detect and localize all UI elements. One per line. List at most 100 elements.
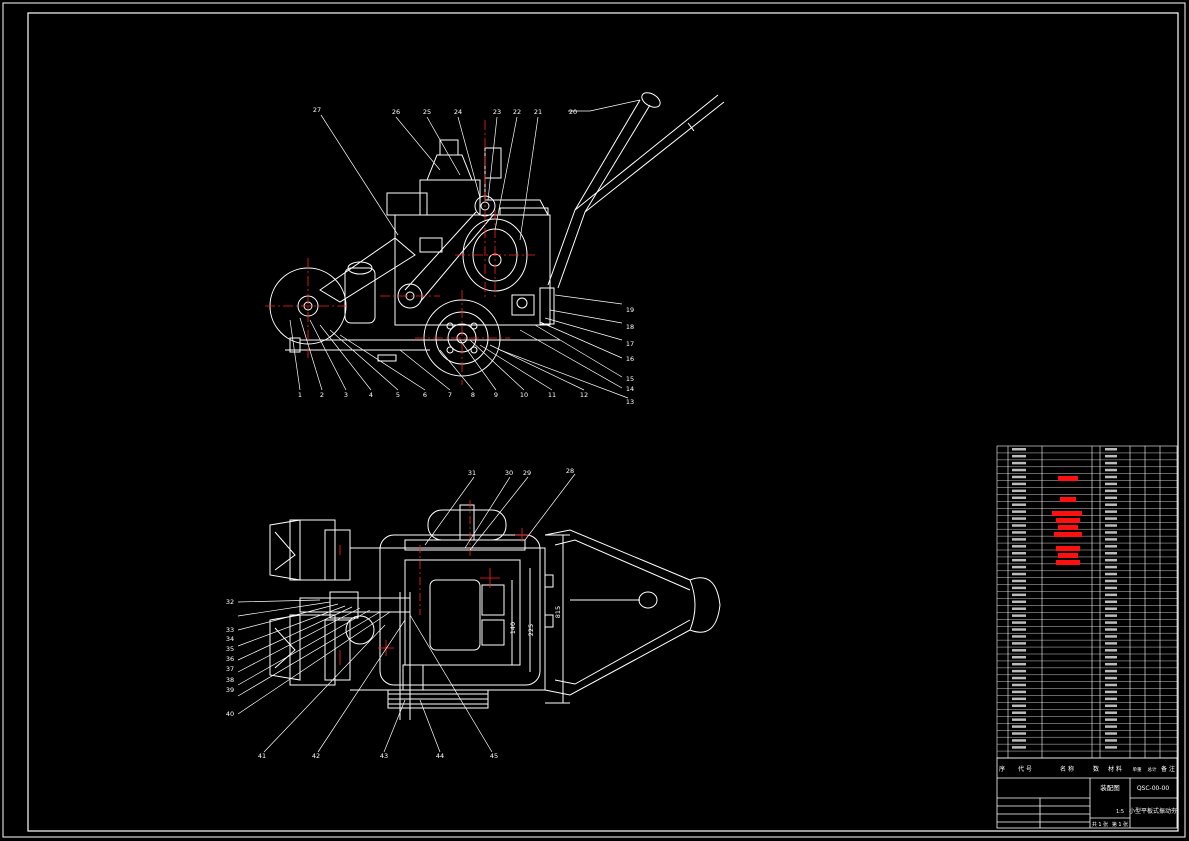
- label-31: 31: [468, 469, 476, 477]
- parts-list-row-mark: [1012, 538, 1026, 541]
- parts-list-row-mark: [1012, 711, 1026, 714]
- label-9: 9: [494, 391, 498, 399]
- parts-list-row-mark: [1012, 545, 1026, 548]
- label-16: 16: [626, 355, 634, 363]
- label-14: 14: [626, 385, 634, 393]
- parts-list-row-mark: [1012, 669, 1026, 673]
- label-21: 21: [534, 108, 542, 116]
- label-25: 25: [423, 108, 431, 116]
- front-labels: 27 26 25 24 23 22 21 20 1 2 3 4 5 6 7 8 …: [298, 106, 634, 406]
- parts-list-row-mark: [1012, 718, 1026, 721]
- label-26: 26: [392, 108, 400, 116]
- parts-list-row-mark: [1105, 704, 1117, 708]
- assembly-label: 装配图: [1100, 783, 1120, 792]
- parts-list-row-mark: [1012, 649, 1026, 652]
- parts-list-row-mark: [1105, 503, 1117, 506]
- parts-list-row-mark: [1105, 662, 1117, 666]
- parts-list-row-mark: [1105, 676, 1117, 680]
- parts-list-row-mark: [1012, 579, 1026, 583]
- parts-list-row-mark: [1105, 746, 1117, 749]
- label-13: 13: [626, 398, 634, 406]
- parts-list-row-mark: [1105, 454, 1117, 458]
- parts-list-row-mark: [1012, 676, 1026, 680]
- parts-list-row-mark: [1012, 510, 1026, 513]
- parts-list-row-mark: [1012, 552, 1026, 555]
- parts-list-row-mark: [1012, 746, 1026, 749]
- parts-list-rows: [997, 448, 1177, 752]
- label-35: 35: [226, 645, 234, 653]
- label-29: 29: [523, 469, 531, 477]
- dimension-225: 225: [527, 624, 535, 636]
- scale: 1:5: [1116, 809, 1124, 815]
- dimension-140: 140: [509, 622, 517, 634]
- parts-list-row-mark: [1105, 669, 1117, 673]
- parts-list-row-mark: [1105, 565, 1117, 569]
- label-18: 18: [626, 323, 634, 331]
- label-45: 45: [490, 752, 498, 760]
- parts-list-row-mark: [1012, 704, 1026, 708]
- parts-list-row-mark: [1012, 558, 1026, 562]
- label-32: 32: [226, 598, 234, 606]
- parts-list-row-mark: [1105, 579, 1117, 583]
- drawing-number: QSC-00-00: [1137, 785, 1170, 792]
- drawing-title: 小型平板式振动夯: [1129, 807, 1177, 815]
- label-1: 1: [298, 391, 302, 399]
- parts-list-row-mark: [1012, 461, 1026, 465]
- parts-list-row-mark: [1105, 628, 1117, 631]
- parts-list-row-mark: [1105, 586, 1117, 590]
- parts-list-row-mark: [1012, 489, 1026, 493]
- parts-list-row-mark: [1012, 642, 1026, 645]
- label-5: 5: [396, 391, 400, 399]
- parts-list-row-mark: [1105, 642, 1117, 645]
- parts-list-row-mark: [1012, 690, 1026, 694]
- parts-list-row-mark: [1012, 496, 1026, 500]
- parts-list-row-mark: [1012, 482, 1026, 486]
- front-leaders: [289, 99, 641, 399]
- parts-list-row-mark: [1105, 649, 1117, 652]
- parts-list-row-mark: [1012, 586, 1026, 590]
- parts-list-row-mark: [1105, 558, 1117, 562]
- parts-list-row-mark: [1105, 448, 1117, 451]
- top-leaders: [237, 473, 576, 753]
- label-6: 6: [423, 391, 427, 399]
- parts-list: [996, 445, 1178, 759]
- top-labels: 31 30 29 28 32 33 34 35 36 37 38 39 40 4…: [226, 467, 574, 760]
- label-2: 2: [320, 391, 324, 399]
- label-7: 7: [448, 391, 452, 399]
- label-12: 12: [580, 391, 588, 399]
- label-17: 17: [626, 340, 634, 348]
- parts-list-row-mark: [1105, 732, 1117, 735]
- parts-list-row-mark: [1105, 690, 1117, 694]
- parts-list-row-mark: [1012, 468, 1026, 472]
- parts-list-highlights: [1052, 476, 1082, 565]
- label-8: 8: [471, 391, 475, 399]
- label-28: 28: [566, 467, 574, 475]
- header-total: 总计: [1148, 766, 1157, 773]
- parts-list-row-mark: [1105, 656, 1117, 659]
- label-39: 39: [226, 686, 234, 694]
- parts-list-row-mark: [1105, 607, 1117, 610]
- header-remarks: 备 注: [1161, 765, 1175, 773]
- label-20: 20: [569, 108, 577, 116]
- parts-list-row-mark: [1105, 496, 1117, 500]
- parts-list-row-mark: [1012, 656, 1026, 659]
- parts-list-row-mark: [1012, 503, 1026, 506]
- top-view: [269, 504, 721, 720]
- header-name: 名 称: [1060, 765, 1074, 773]
- label-43: 43: [380, 752, 388, 760]
- label-27: 27: [313, 106, 321, 114]
- title-block-text: 序 代 号 名 称 数 材 料 单重 总计 备 注 装配图 QSC-00-00 …: [999, 765, 1177, 828]
- parts-list-row-mark: [1105, 725, 1117, 728]
- parts-list-row-mark: [1105, 635, 1117, 638]
- parts-list-row-mark: [1012, 593, 1026, 597]
- label-22: 22: [513, 108, 521, 116]
- parts-list-row-mark: [1012, 607, 1026, 610]
- header-material: 材 料: [1108, 765, 1122, 773]
- parts-list-row-mark: [1105, 517, 1117, 520]
- parts-list-row-mark: [1012, 739, 1026, 742]
- engine-top: [404, 559, 521, 666]
- parts-list-row-mark: [1012, 572, 1026, 576]
- label-33: 33: [226, 626, 234, 634]
- handle-top: [544, 529, 691, 581]
- parts-list-row-mark: [1012, 565, 1026, 569]
